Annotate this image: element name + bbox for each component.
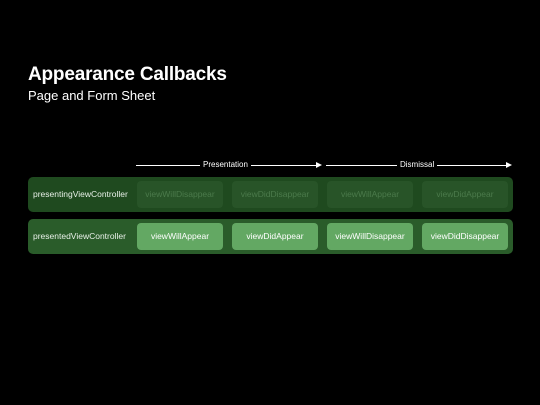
presented-row: presentedViewController viewWillAppear v… — [28, 219, 513, 254]
dismissal-phase-arrow: Dismissal — [326, 158, 512, 172]
presented-callback-2: viewDidAppear — [232, 223, 318, 250]
presented-callback-3: viewWillDisappear — [327, 223, 413, 250]
presenting-callback-3: viewWillAppear — [327, 181, 413, 208]
presenting-row: presentingViewController viewWillDisappe… — [28, 177, 513, 212]
presentation-phase-arrow: Presentation — [136, 158, 322, 172]
presented-callback-4: viewDidDisappear — [422, 223, 508, 250]
presented-callback-1: viewWillAppear — [137, 223, 223, 250]
presented-row-label: presentedViewController — [33, 231, 126, 241]
presenting-callback-4: viewDidAppear — [422, 181, 508, 208]
arrow-right-icon — [506, 162, 512, 168]
page-subtitle: Page and Form Sheet — [28, 88, 156, 103]
dismissal-label: Dismissal — [397, 158, 438, 172]
presenting-row-label: presentingViewController — [33, 189, 128, 199]
page-title: Appearance Callbacks — [28, 64, 227, 85]
presenting-callback-1: viewWillDisappear — [137, 181, 223, 208]
arrow-right-icon — [316, 162, 322, 168]
presenting-callback-2: viewDidDisappear — [232, 181, 318, 208]
presentation-label: Presentation — [200, 158, 251, 172]
